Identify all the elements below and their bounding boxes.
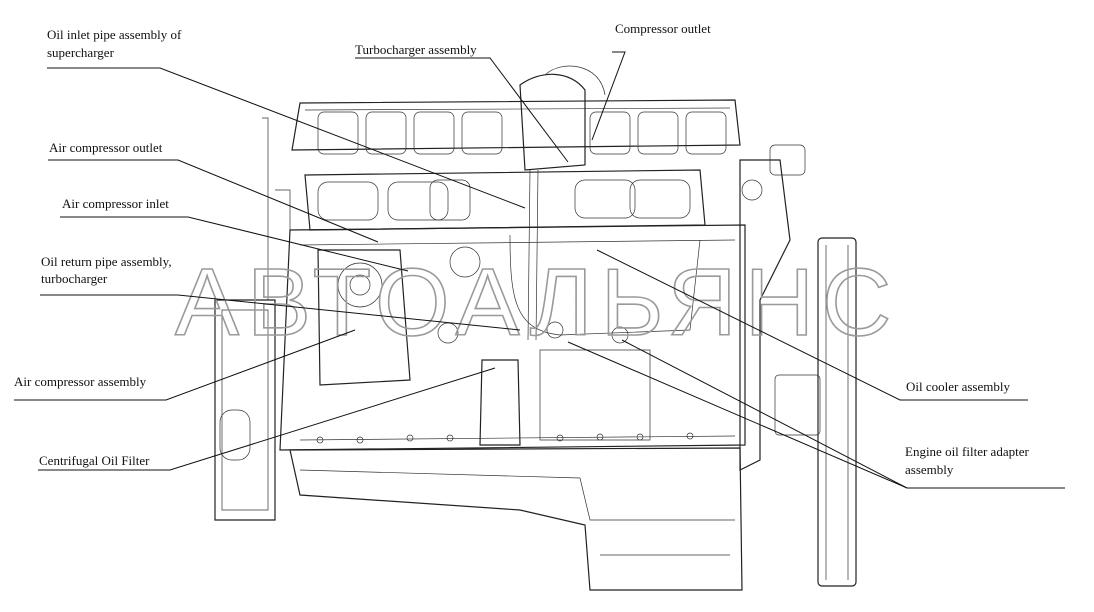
label-air-compressor-outlet: Air compressor outlet (49, 140, 163, 155)
label-oil-cooler: Oil cooler assembly (906, 379, 1010, 394)
callout-labels: Oil inlet pipe assembly of supercharger … (14, 21, 1029, 477)
leader-oil-inlet-pipe (47, 67, 526, 209)
label-oil-return-pipe-line1: Oil return pipe assembly, (41, 254, 172, 269)
leader-centrifugal-oil-filter (38, 367, 496, 471)
leader-oil-return-pipe (40, 294, 521, 331)
label-filter-adapter-line2: assembly (905, 462, 954, 477)
label-turbocharger: Turbocharger assembly (355, 42, 477, 57)
leader-oil-cooler (596, 249, 1028, 401)
label-air-compressor-inlet: Air compressor inlet (62, 196, 169, 211)
leader-lines (14, 51, 1065, 489)
leader-filter-adapter-1 (567, 341, 1065, 489)
watermark-text: АВТОАЛЬЯНС (175, 249, 899, 356)
label-oil-inlet-pipe-line1: Oil inlet pipe assembly of (47, 27, 182, 42)
leader-air-compressor-inlet (60, 216, 409, 272)
leader-turbocharger (355, 57, 569, 163)
leader-filter-adapter-2 (621, 339, 908, 489)
label-compressor-outlet: Compressor outlet (615, 21, 711, 36)
leader-air-compressor-assembly (14, 329, 356, 401)
label-filter-adapter-line1: Engine oil filter adapter (905, 444, 1029, 459)
label-air-compressor-assembly: Air compressor assembly (14, 374, 147, 389)
label-centrifugal-oil-filter: Centrifugal Oil Filter (39, 453, 150, 468)
leader-air-compressor-outlet (48, 159, 379, 243)
leader-compressor-outlet (591, 51, 626, 141)
label-oil-return-pipe-line2: turbocharger (41, 271, 108, 286)
engine-drawing (214, 65, 857, 591)
label-oil-inlet-pipe-line2: supercharger (47, 45, 115, 60)
